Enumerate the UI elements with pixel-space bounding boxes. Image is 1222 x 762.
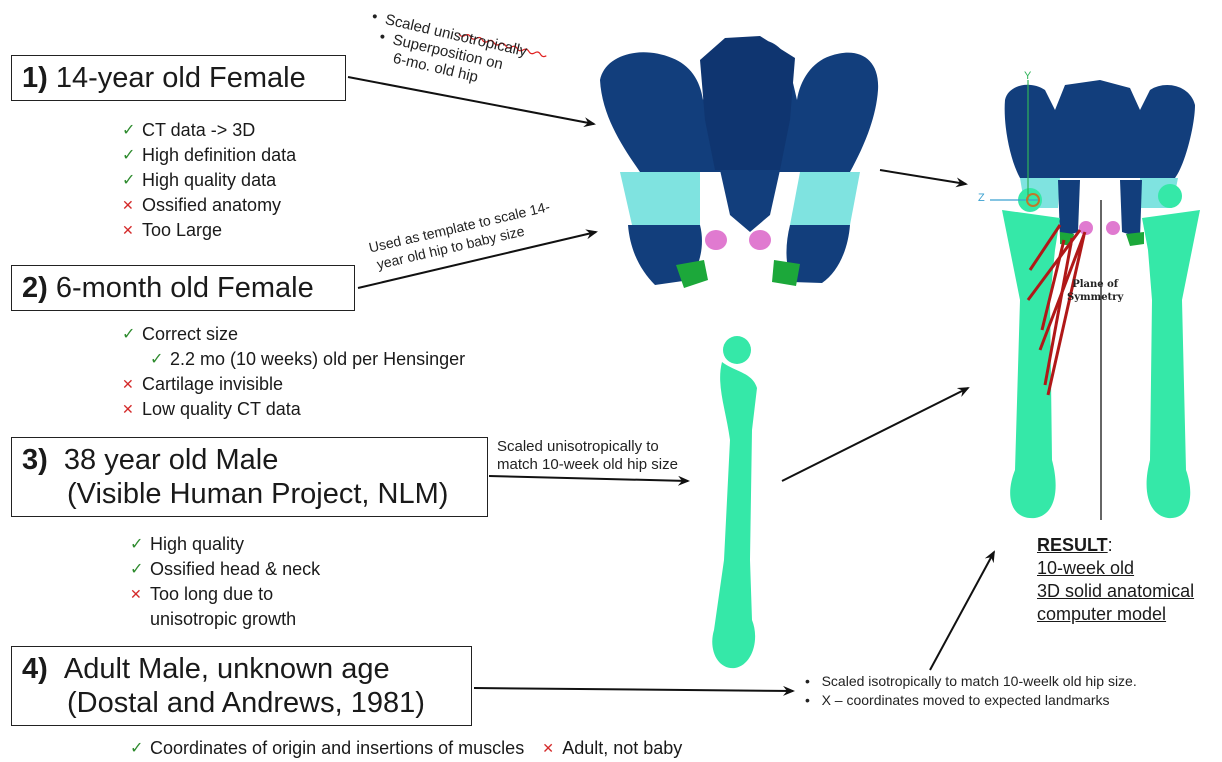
arrow-pelvis-to-result — [880, 170, 966, 184]
source-1-items: ✓CT data -> 3D ✓High definition data ✓Hi… — [122, 118, 296, 243]
note-4: • Scaled isotropically to match 10-weelk… — [805, 672, 1137, 710]
source-title: 38 year old Male — [64, 444, 278, 476]
cross-icon: ✕ — [122, 193, 142, 218]
check-icon: ✓ — [122, 168, 142, 193]
list-item: ✓Coordinates of origin and insertions of… — [130, 736, 682, 761]
check-icon: ✓ — [150, 347, 170, 372]
source-number: 1) — [22, 62, 48, 94]
list-item: ✕Ossified anatomy — [122, 193, 296, 218]
arrow-3-to-femur — [489, 476, 688, 481]
source-title: Adult Male, unknown age — [64, 653, 390, 685]
arrow-notes-to-result — [930, 552, 994, 670]
source-box-4: 4) Adult Male, unknown age (Dostal and A… — [11, 646, 472, 726]
arrow-4-to-notes — [474, 688, 793, 691]
check-icon: ✓ — [130, 557, 150, 582]
check-icon: ✓ — [122, 118, 142, 143]
check-icon: ✓ — [122, 143, 142, 168]
list-item: ✓High quality data — [122, 168, 296, 193]
list-item: ✕Low quality CT data — [122, 397, 465, 422]
pelvis-model — [600, 36, 878, 288]
z-axis-label: Z — [978, 192, 985, 204]
plane-of-symmetry-label: Plane of Symmetry — [1067, 278, 1123, 304]
list-item: ✕Cartilage invisible — [122, 372, 465, 397]
list-item: ✕Too long due to — [130, 582, 320, 607]
source-number: 3) — [22, 444, 48, 476]
source-4-items: ✓Coordinates of origin and insertions of… — [130, 736, 682, 761]
list-item: ✓High definition data — [122, 143, 296, 168]
list-item: ✕Too Large — [122, 218, 296, 243]
source-3-items: ✓High quality ✓Ossified head & neck ✕Too… — [130, 532, 320, 632]
y-axis-label: Y — [1024, 70, 1031, 82]
list-item: ✓Correct size — [122, 322, 465, 347]
source-subtitle: (Dostal and Andrews, 1981) — [22, 686, 461, 720]
femur-model — [712, 336, 757, 668]
source-title: 14-year old Female — [56, 62, 306, 94]
check-icon: ✓ — [130, 532, 150, 557]
list-item: ✓2.2 mo (10 weeks) old per Hensinger — [122, 347, 465, 372]
cross-icon: ✕ — [122, 397, 142, 422]
arrow-femur-to-result — [782, 388, 968, 481]
list-item: ✓CT data -> 3D — [122, 118, 296, 143]
cross-icon: ✕ — [542, 736, 562, 761]
list-item: ✓Ossified head & neck — [130, 557, 320, 582]
result-label: RESULT — [1037, 535, 1108, 555]
source-subtitle: (Visible Human Project, NLM) — [22, 477, 477, 511]
source-2-items: ✓Correct size ✓2.2 mo (10 weeks) old per… — [122, 322, 465, 422]
note-3: Scaled unisotropically to match 10-week … — [497, 438, 678, 474]
cross-icon: ✕ — [122, 372, 142, 397]
source-number: 2) — [22, 272, 48, 304]
list-item: unisotropic growth — [130, 607, 320, 632]
cross-icon: ✕ — [122, 218, 142, 243]
list-item: ✓High quality — [130, 532, 320, 557]
source-box-3: 3) 38 year old Male (Visible Human Proje… — [11, 437, 488, 517]
source-box-1: 1) 14-year old Female — [11, 55, 346, 101]
source-number: 4) — [22, 653, 48, 685]
result-caption: RESULT: 10-week old 3D solid anatomical … — [1037, 534, 1194, 626]
source-title: 6-month old Female — [56, 272, 314, 304]
check-icon: ✓ — [122, 322, 142, 347]
cross-icon: ✕ — [130, 582, 150, 607]
check-icon: ✓ — [130, 736, 150, 761]
source-box-2: 2) 6-month old Female — [11, 265, 355, 311]
